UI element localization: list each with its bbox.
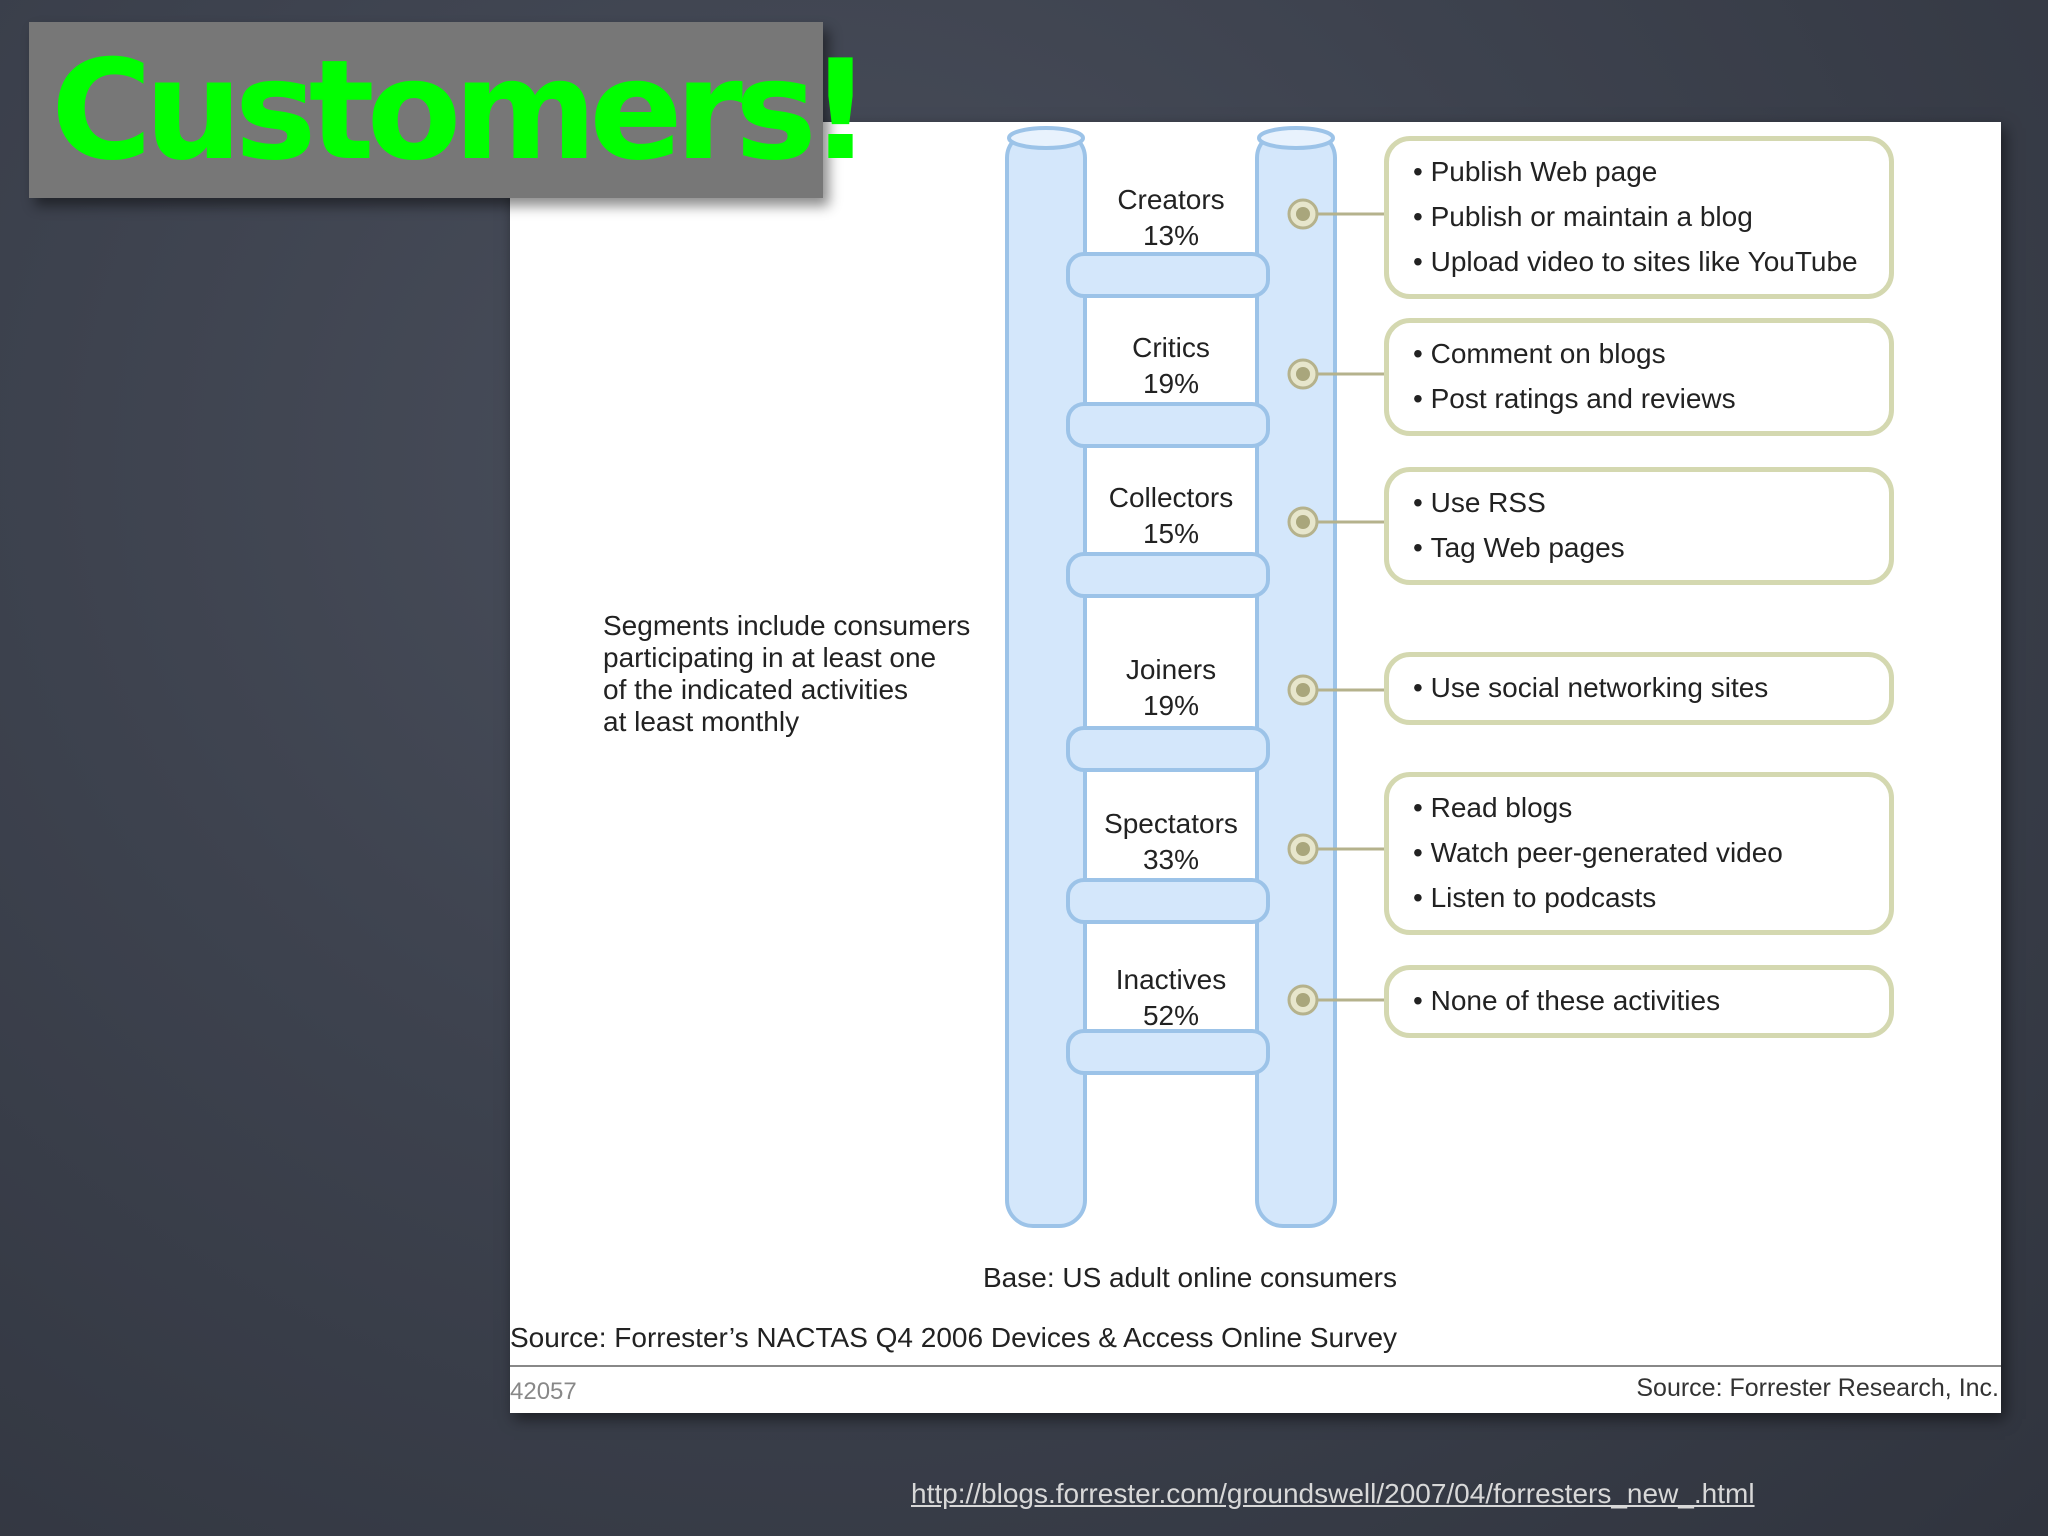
- activity-item: Use social networking sites: [1413, 665, 1875, 710]
- ladder-rung: [1066, 878, 1270, 924]
- activity-item: Comment on blogs: [1413, 331, 1875, 376]
- segment-label: Creators 13%: [1086, 182, 1256, 254]
- figure-id: 42057: [510, 1378, 577, 1405]
- segment-percent: 33%: [1142, 844, 1200, 875]
- activity-item: Read blogs: [1413, 785, 1875, 830]
- activity-item: Upload video to sites like YouTube: [1413, 239, 1875, 284]
- activity-box: None of these activities: [1384, 965, 1894, 1038]
- ladder-rung: [1066, 402, 1270, 448]
- segment-label: Inactives 52%: [1086, 962, 1256, 1034]
- segment-percent: 52%: [1142, 1000, 1200, 1031]
- connector-dot-center: [1296, 367, 1310, 381]
- activity-item: Watch peer-generated video: [1413, 830, 1875, 875]
- slide-title: Customers!: [51, 30, 872, 191]
- segment-percent: 19%: [1142, 690, 1200, 721]
- activity-box: Publish Web pagePublish or maintain a bl…: [1384, 136, 1894, 299]
- segment-percent: 19%: [1142, 368, 1200, 399]
- segment-name: Inactives: [1115, 964, 1227, 995]
- segment-name: Critics: [1132, 332, 1210, 363]
- connector-dot-center: [1296, 207, 1310, 221]
- segment-name: Spectators: [1104, 808, 1238, 839]
- note-line: Segments include consumers: [603, 610, 971, 641]
- segment-name: Collectors: [1108, 482, 1234, 513]
- activity-box: Use RSSTag Web pages: [1384, 467, 1894, 585]
- segment-name: Joiners: [1125, 654, 1217, 685]
- connector-dot-center: [1296, 515, 1310, 529]
- base-note: Base: US adult online consumers: [983, 1262, 1397, 1293]
- activity-box: Read blogsWatch peer-generated videoList…: [1384, 772, 1894, 935]
- connector-dot-center: [1296, 993, 1310, 1007]
- segment-label: Joiners 19%: [1086, 652, 1256, 724]
- segment-name: Creators: [1117, 184, 1225, 215]
- segment-label: Collectors 15%: [1086, 480, 1256, 552]
- activity-item: Listen to podcasts: [1413, 875, 1875, 920]
- activity-box: Use social networking sites: [1384, 652, 1894, 725]
- activity-item: Use RSS: [1413, 480, 1875, 525]
- segments-note: Segments include consumers participating…: [603, 610, 970, 738]
- note-line: at least monthly: [603, 706, 800, 737]
- activity-item: Tag Web pages: [1413, 525, 1875, 570]
- connector-dot-center: [1296, 683, 1310, 697]
- slide-title-box: Customers!: [29, 22, 872, 198]
- connector-dot-center: [1296, 842, 1310, 856]
- ladder-rung: [1066, 552, 1270, 598]
- note-line: participating in at least one: [603, 642, 937, 673]
- activity-item: Publish or maintain a blog: [1413, 194, 1875, 239]
- figure-source: Source: Forrester Research, Inc.: [1636, 1374, 1999, 1402]
- segment-percent: 13%: [1142, 220, 1200, 251]
- social-technographics-ladder-figure: Segments include consumers participating…: [510, 122, 2001, 1413]
- ladder-graphic: [1005, 126, 1386, 1228]
- activity-item: Post ratings and reviews: [1413, 376, 1875, 421]
- activity-item: None of these activities: [1413, 978, 1875, 1023]
- ladder-rung: [1066, 726, 1270, 772]
- rail-top-cap: [1257, 126, 1335, 150]
- activity-item: Publish Web page: [1413, 149, 1875, 194]
- ladder-rung: [1066, 1029, 1270, 1075]
- segment-label: Spectators 33%: [1086, 806, 1256, 878]
- segment-label: Critics 19%: [1086, 330, 1256, 402]
- divider: [510, 1365, 2001, 1367]
- rail-top-cap: [1007, 126, 1085, 150]
- survey-source: Source: Forrester’s NACTAS Q4 2006 Devic…: [510, 1322, 1398, 1353]
- activity-box: Comment on blogsPost ratings and reviews: [1384, 318, 1894, 436]
- ladder-rung: [1066, 252, 1270, 298]
- source-link[interactable]: http://blogs.forrester.com/groundswell/2…: [911, 1478, 1755, 1509]
- note-line: of the indicated activities: [603, 674, 909, 705]
- segment-percent: 15%: [1142, 518, 1200, 549]
